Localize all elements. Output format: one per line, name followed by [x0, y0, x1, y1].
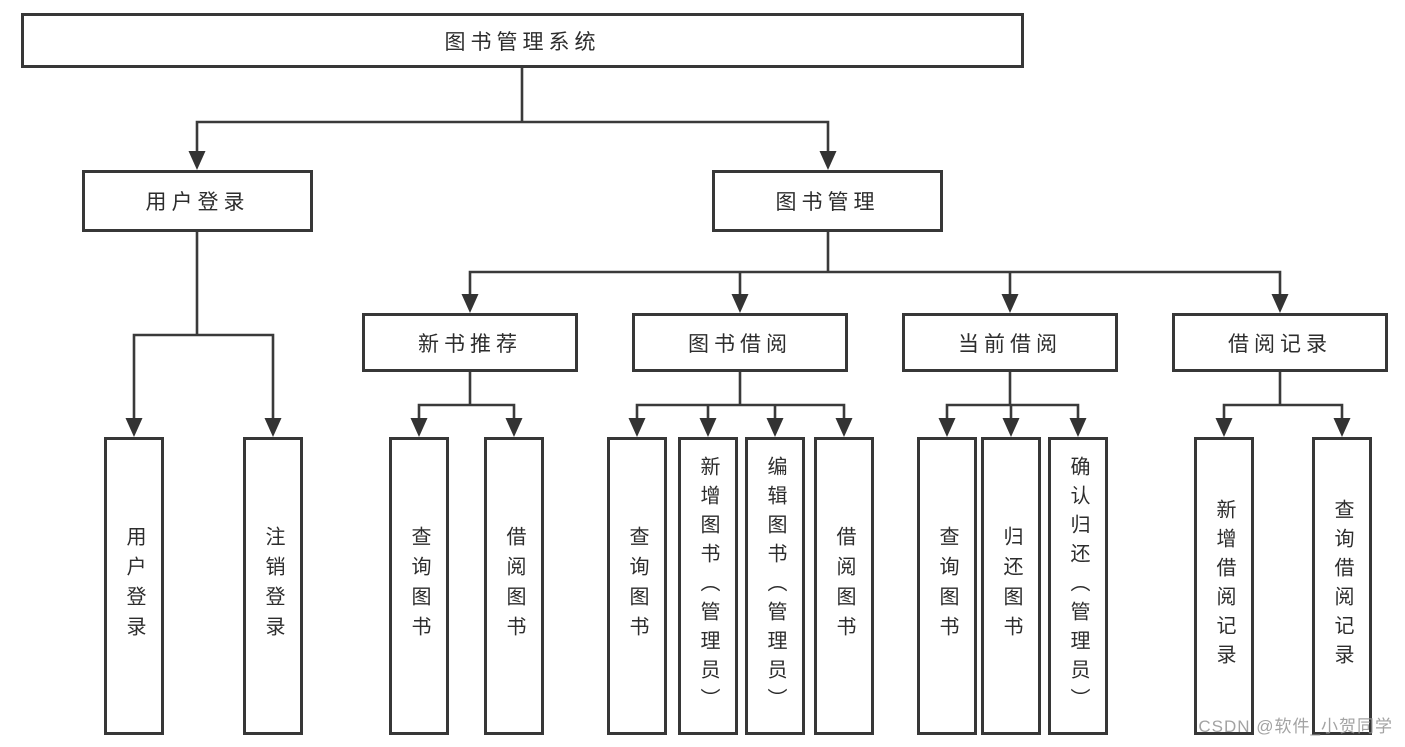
leaf-borrow-books-label: 借阅图书	[833, 526, 855, 646]
node-user-login-label: 用户登录	[145, 191, 250, 214]
leaf-edit-book-admin-label: 编辑图书（管理员）	[764, 455, 786, 717]
leaf-query-books-current-label: 查询图书	[936, 526, 958, 646]
leaf-query-books-recommend: 查询图书	[389, 437, 449, 735]
leaf-borrow-books-recommend-label: 借阅图书	[503, 526, 525, 646]
leaf-query-books-borrow: 查询图书	[607, 437, 667, 735]
leaf-add-book-admin: 新增图书（管理员）	[678, 437, 738, 735]
leaf-user-login-label: 用户登录	[123, 526, 145, 646]
node-new-book-recommend: 新书推荐	[362, 313, 578, 372]
leaf-logout: 注销登录	[243, 437, 303, 735]
node-current-borrow-label: 当前借阅	[958, 332, 1062, 356]
leaf-query-borrow-record-label: 查询借阅记录	[1331, 499, 1353, 673]
leaf-confirm-return-admin-label: 确认归还（管理员）	[1067, 455, 1089, 717]
node-new-book-recommend-label: 新书推荐	[418, 332, 522, 356]
leaf-add-borrow-record: 新增借阅记录	[1194, 437, 1254, 735]
leaf-borrow-books-recommend: 借阅图书	[484, 437, 544, 735]
node-book-borrow: 图书借阅	[632, 313, 848, 372]
node-book-management-label: 图书管理	[775, 191, 880, 214]
node-root: 图书管理系统	[21, 13, 1024, 68]
leaf-logout-label: 注销登录	[262, 526, 284, 646]
watermark: CSDN @软件_小贺同学	[1198, 717, 1393, 736]
leaf-query-books-recommend-label: 查询图书	[408, 526, 430, 646]
leaf-add-book-admin-label: 新增图书（管理员）	[697, 455, 719, 717]
leaf-add-borrow-record-label: 新增借阅记录	[1213, 499, 1235, 673]
leaf-query-books-current: 查询图书	[917, 437, 977, 735]
leaf-edit-book-admin: 编辑图书（管理员）	[745, 437, 805, 735]
leaf-borrow-books: 借阅图书	[814, 437, 874, 735]
leaf-return-book-label: 归还图书	[1000, 526, 1022, 646]
node-root-label: 图书管理系统	[444, 30, 601, 54]
leaf-query-books-borrow-label: 查询图书	[626, 526, 648, 646]
node-user-login: 用户登录	[82, 170, 313, 232]
leaf-confirm-return-admin: 确认归还（管理员）	[1048, 437, 1108, 735]
node-borrow-records-label: 借阅记录	[1228, 332, 1332, 356]
leaf-query-borrow-record: 查询借阅记录	[1312, 437, 1372, 735]
leaf-user-login: 用户登录	[104, 437, 164, 735]
node-current-borrow: 当前借阅	[902, 313, 1118, 372]
leaf-return-book: 归还图书	[981, 437, 1041, 735]
node-borrow-records: 借阅记录	[1172, 313, 1388, 372]
node-book-management: 图书管理	[712, 170, 943, 232]
node-book-borrow-label: 图书借阅	[688, 332, 792, 356]
